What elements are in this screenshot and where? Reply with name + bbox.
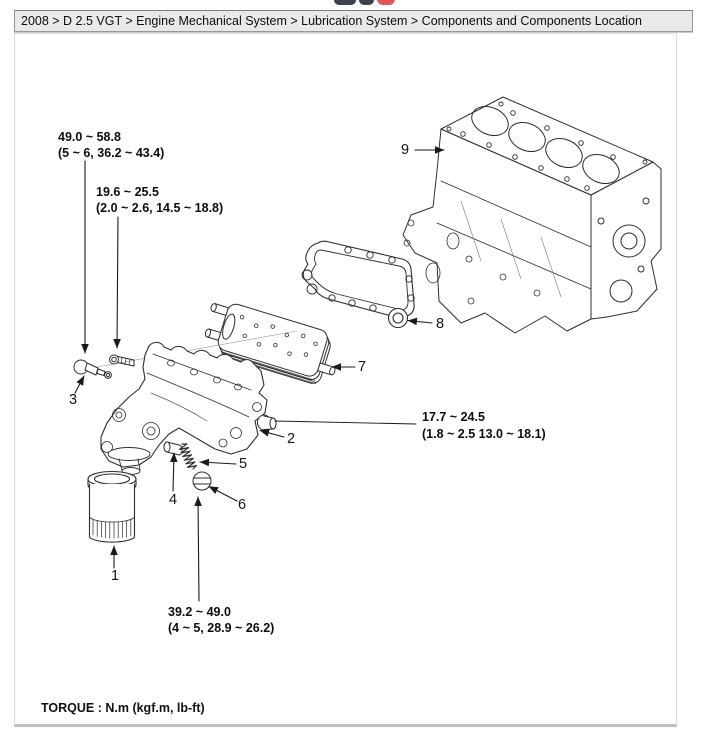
callout-2: 2 [287,431,295,447]
gds-logo-partial [333,0,397,5]
torque-value-alt: (4 ~ 5, 28.9 ~ 26.2) [168,621,274,635]
torque-spec-49: 49.0 ~ 58.8 (5 ~ 6, 36.2 ~ 43.4) [58,130,164,160]
callout-4: 4 [169,492,177,508]
relief-spring-drawing [178,443,198,470]
callout-7: 7 [358,359,366,375]
callout-9: 9 [401,142,409,158]
oil-cooler-pipe-stubs [204,303,336,376]
components-diagram: 1 2 3 4 5 6 7 8 9 49.0 ~ 58.8 (5 ~ 6, 36… [58,96,662,635]
torque-value: 39.2 ~ 49.0 [168,605,231,619]
alignment-lines [96,330,298,368]
oil-filter-bracket-drawing [100,341,268,475]
diagram-panel: 1 2 3 4 5 6 7 8 9 49.0 ~ 58.8 (5 ~ 6, 36… [14,33,677,727]
torque-spec-19: 19.6 ~ 25.5 (2.0 ~ 2.6, 14.5 ~ 18.8) [96,185,223,215]
oil-drain-plug-drawing [257,414,277,431]
torque-spec-39: 39.2 ~ 49.0 (4 ~ 5, 28.9 ~ 26.2) [168,605,274,635]
torque-value-alt: (5 ~ 6, 36.2 ~ 43.4) [58,146,164,160]
breadcrumb-bar: 2008 > D 2.5 VGT > Engine Mechanical Sys… [14,10,693,32]
torque-value-alt: (2.0 ~ 2.6, 14.5 ~ 18.8) [96,201,223,215]
logo-letter-fragment-red [377,0,395,5]
relief-plug-ball-drawing [192,471,212,491]
callout-6: 6 [238,497,246,513]
callout-8: 8 [436,316,444,332]
torque-spec-17: 17.7 ~ 24.5 (1.8 ~ 2.5 13.0 ~ 18.1) [422,410,546,441]
bracket-bolt-drawing [109,354,135,367]
relief-plunger-drawing [163,441,183,456]
oil-pressure-switch-drawing [73,359,112,379]
oil-cooler-gasket-drawing [301,240,415,329]
callout-3: 3 [69,392,77,408]
logo-letter-fragment [334,0,356,5]
torque-value: 17.7 ~ 24.5 [422,410,485,424]
callout-1: 1 [111,568,119,584]
torque-leaders [81,160,417,602]
torque-value-alt: (1.8 ~ 2.5 13.0 ~ 18.1) [422,427,546,441]
oil-filter-drawing [87,470,137,543]
breadcrumb: 2008 > D 2.5 VGT > Engine Mechanical Sys… [21,14,642,28]
callout-leaders [74,146,445,569]
torque-value: 49.0 ~ 58.8 [58,130,121,144]
torque-value: 19.6 ~ 25.5 [96,185,159,199]
callout-5: 5 [239,456,247,472]
torque-units-note: TORQUE : N.m (kgf.m, lb-ft) [41,701,205,715]
oil-cooler-drawing [204,303,336,384]
engine-block-drawing [402,96,662,334]
logo-letter-fragment [359,0,374,5]
